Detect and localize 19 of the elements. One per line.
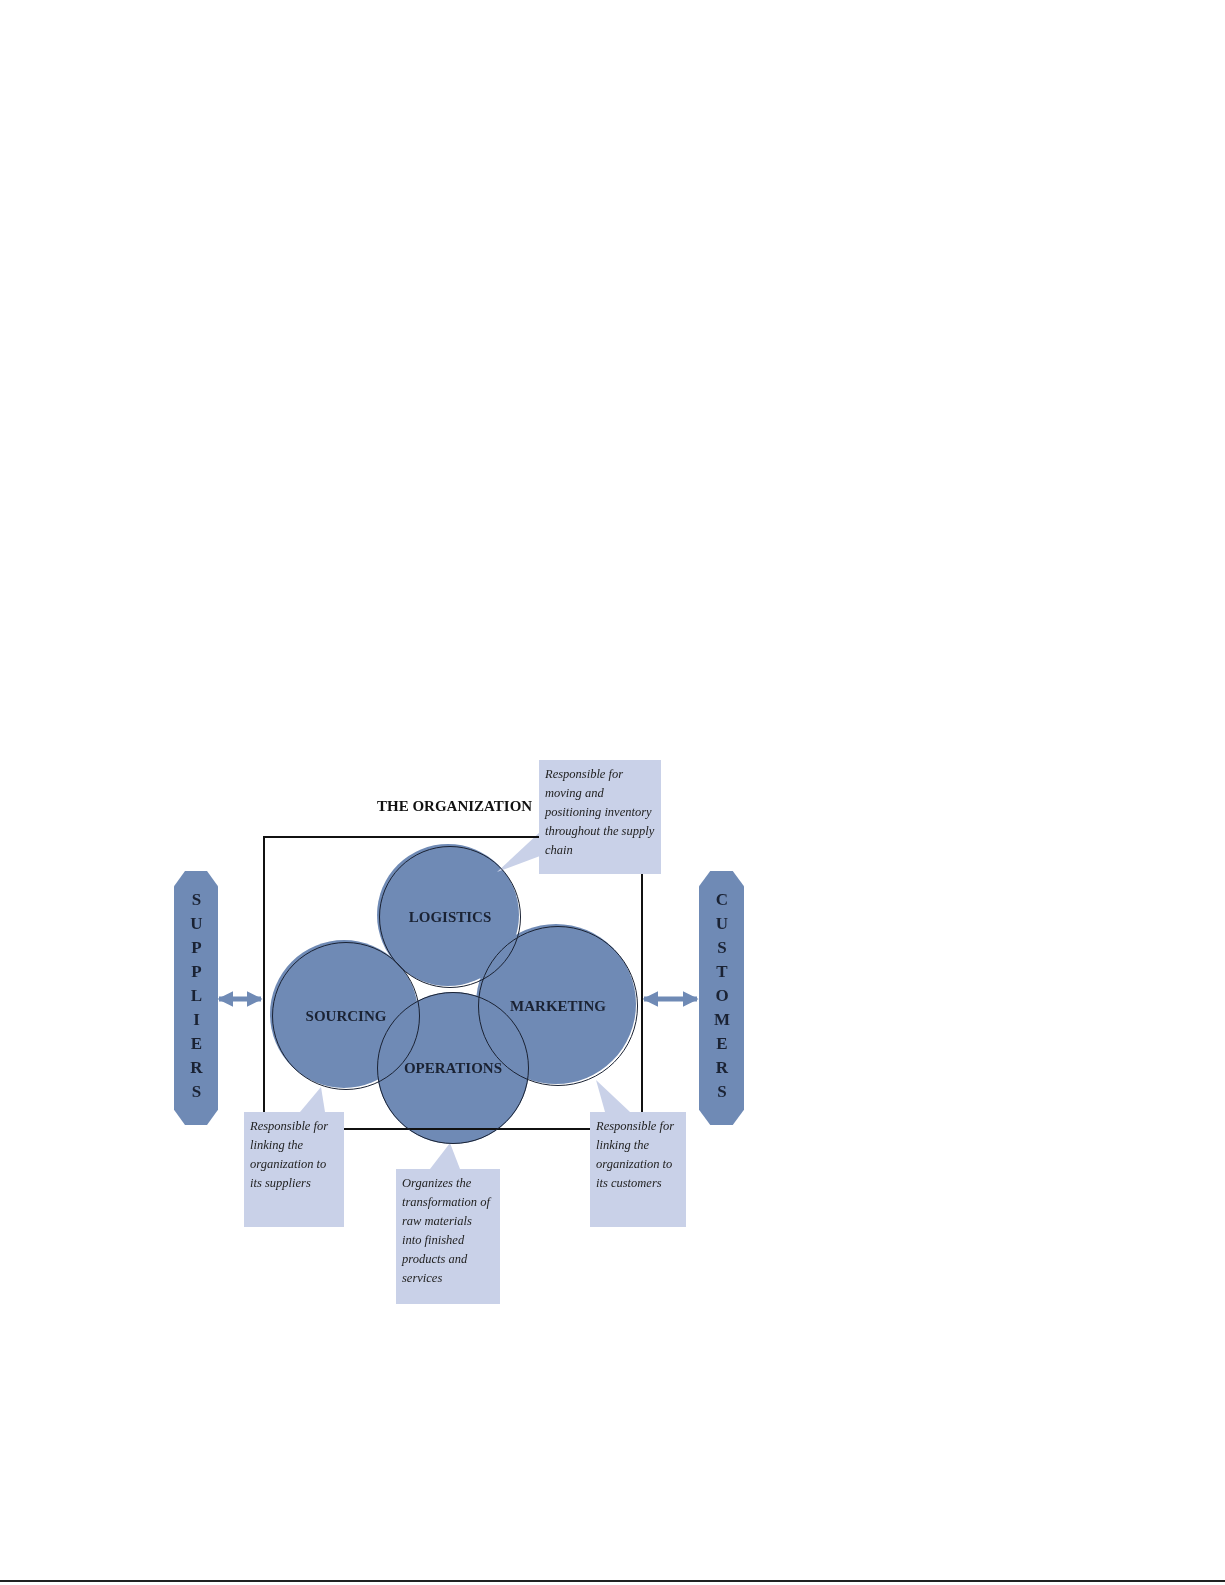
callout-box: Responsible for moving and positioning inventory throughout the supply chain bbox=[539, 760, 661, 874]
callout-box: Organizes the transformation of raw materials into finished products and services bbox=[396, 1169, 500, 1304]
vertical-banner bbox=[699, 871, 744, 1125]
vertical-label: SUPPLIERS bbox=[186, 890, 206, 1106]
double-arrow bbox=[642, 991, 699, 1007]
callout-pointer bbox=[497, 832, 540, 872]
circle-label: MARKETING bbox=[510, 997, 606, 1015]
vertical-banner bbox=[174, 871, 218, 1125]
double-arrow bbox=[217, 991, 263, 1007]
callout-pointer bbox=[300, 1087, 325, 1112]
frame-title: THE ORGANIZATION bbox=[377, 798, 533, 815]
circle-label: OPERATIONS bbox=[403, 1059, 503, 1077]
circle-label: LOGISTICS bbox=[408, 908, 492, 926]
callout-box: Responsible for linking the organization to its customers bbox=[590, 1112, 686, 1227]
callout-pointer bbox=[430, 1143, 460, 1169]
circle-label: SOURCING bbox=[305, 1007, 387, 1025]
vertical-label: CUSTOMERS bbox=[711, 890, 732, 1106]
callout-box: Responsible for linking the organization to its suppliers bbox=[244, 1112, 344, 1227]
callout-pointer bbox=[596, 1080, 630, 1112]
